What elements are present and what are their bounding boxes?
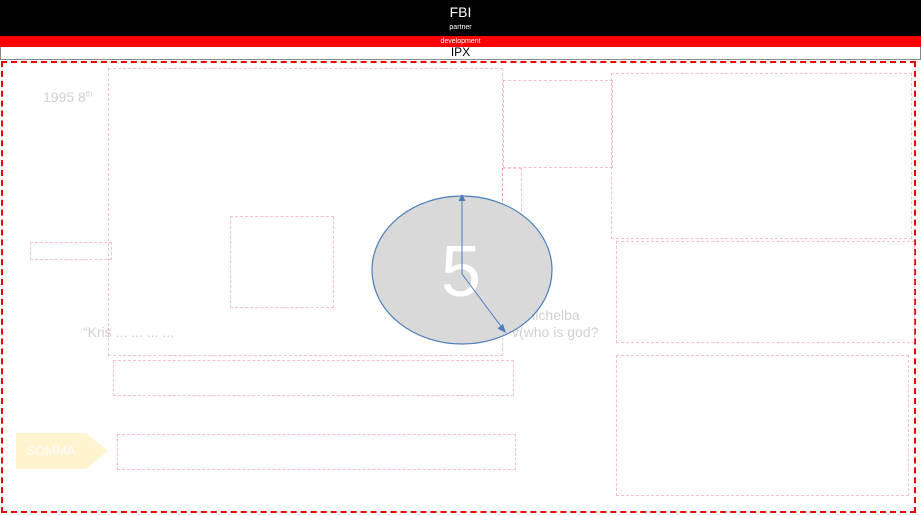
faded-box: [117, 434, 516, 470]
faded-box: [230, 216, 334, 308]
faded-panel-right-mid: [616, 241, 915, 343]
dial-hand-down: [461, 273, 504, 330]
main-frame: [1, 61, 916, 513]
page-subtitle: partner: [449, 24, 472, 31]
year-text: 1995 8th: [43, 89, 93, 105]
faded-line: v(who is god?: [512, 324, 599, 340]
dial-svg: 5: [371, 194, 553, 345]
red-banner: development: [0, 36, 921, 47]
faded-panel-right-top: [611, 73, 912, 239]
faded-panel-right-bottom: [616, 355, 909, 496]
faded-box: [503, 80, 613, 168]
page-title: FBI: [449, 4, 472, 20]
arrowhead-icon: [497, 324, 506, 333]
arrowhead-icon: [458, 194, 466, 201]
arrow-shape-tip: [86, 433, 108, 469]
faded-caption: “Kris ... ... ... ...: [83, 324, 175, 340]
number-dial: 5: [369, 192, 555, 348]
ipx-label: IPX: [0, 46, 921, 60]
arrow-shape-label: SOMMA: [16, 433, 86, 469]
faded-box: [113, 360, 514, 396]
dial-number: 5: [441, 232, 481, 312]
faded-box: [30, 242, 112, 260]
top-title-bar: FBI partner: [0, 0, 921, 36]
